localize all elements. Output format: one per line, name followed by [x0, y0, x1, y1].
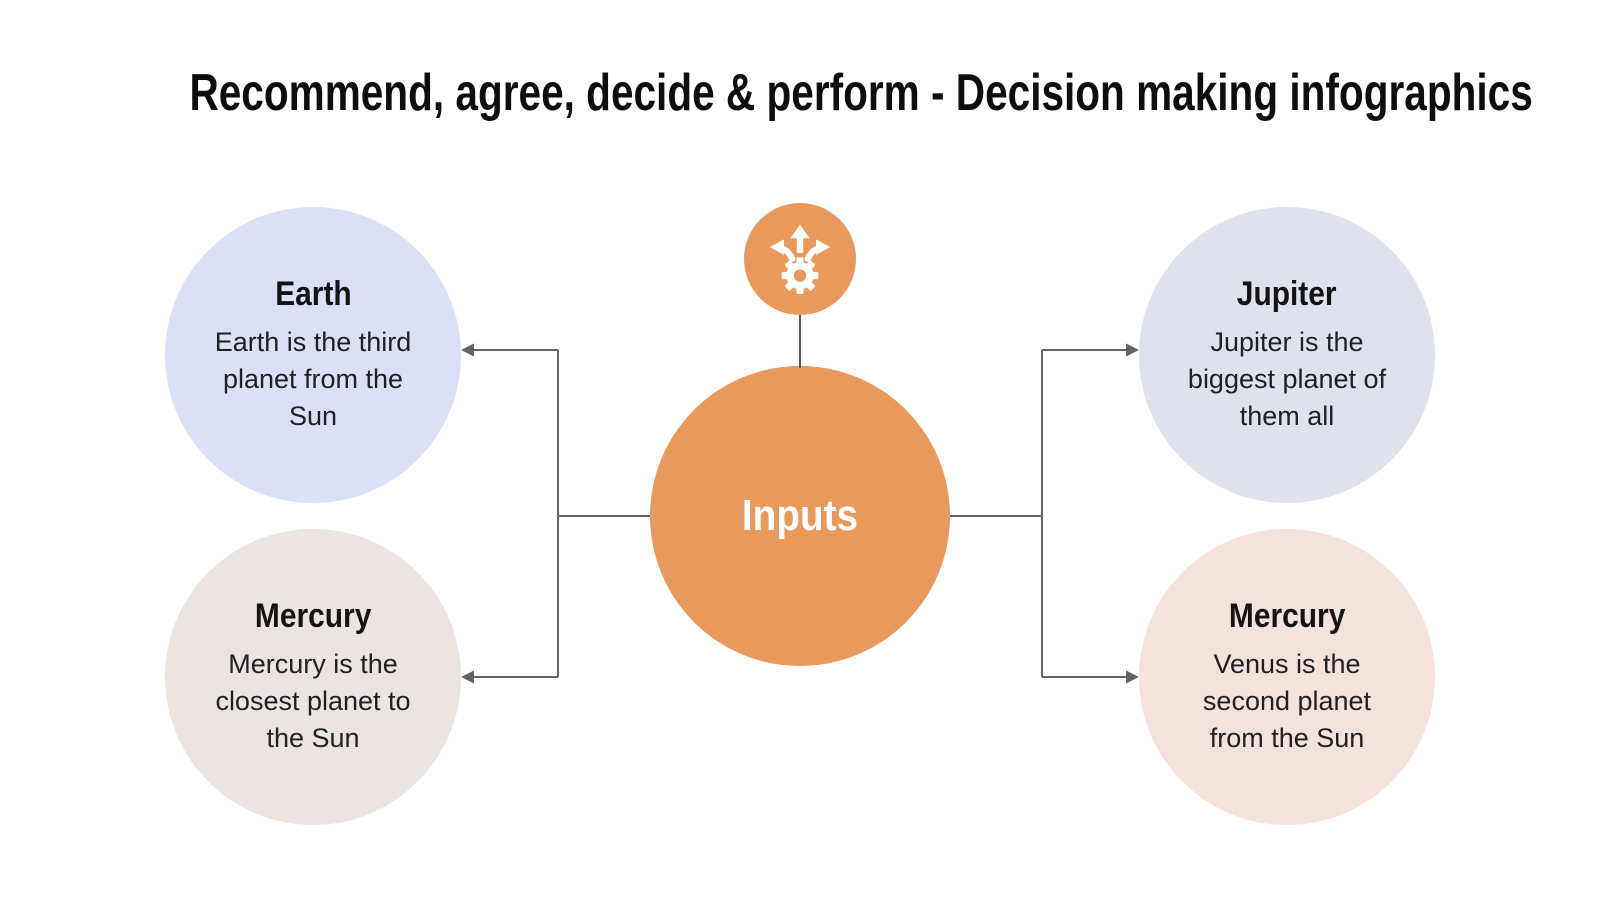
- node-jupiter: Jupiter Jupiter is the biggest planet of…: [1139, 207, 1435, 503]
- node-mercury-left-description: Mercury is the closest planet to the Sun: [215, 649, 411, 753]
- connector-right-tree: [950, 349, 1129, 678]
- node-earth-description: Earth is the third planet from the Sun: [214, 327, 412, 431]
- node-venus-right-description: Venus is the second planet from the Sun: [1202, 649, 1372, 753]
- node-mercury-left-title: Mercury: [254, 597, 372, 636]
- page-title-text: Recommend, agree, decide & perform - Dec…: [189, 64, 1533, 122]
- center-node: Inputs: [650, 366, 950, 666]
- node-earth-heading: Earth: [270, 275, 357, 314]
- arrowhead-venus-right: [1126, 670, 1139, 684]
- node-mercury-left: Mercury Mercury is the closest planet to…: [165, 529, 461, 825]
- arrowhead-mercury-left: [461, 670, 474, 684]
- arrowhead-earth: [461, 343, 474, 357]
- node-earth-title: Earth: [274, 275, 352, 314]
- decision-icon-circle: [744, 203, 856, 315]
- arrowhead-jupiter: [1126, 343, 1139, 357]
- center-node-label: Inputs: [741, 491, 859, 540]
- node-jupiter-heading: Jupiter: [1230, 275, 1343, 314]
- node-mercury-left-heading: Mercury: [247, 597, 379, 636]
- node-venus-right-heading: Mercury: [1221, 597, 1353, 636]
- node-earth: Earth Earth is the third planet from the…: [165, 207, 461, 503]
- node-venus-right-title: Mercury: [1228, 597, 1346, 636]
- node-jupiter-description: Jupiter is the biggest planet of them al…: [1187, 327, 1387, 431]
- connector-left-tree: [471, 349, 650, 678]
- page-title: Recommend, agree, decide & perform - Dec…: [0, 62, 1600, 124]
- node-venus-right: Mercury Venus is the second planet from …: [1139, 529, 1435, 825]
- node-jupiter-title: Jupiter: [1237, 275, 1337, 314]
- decision-gear-arrows-icon: [769, 224, 831, 295]
